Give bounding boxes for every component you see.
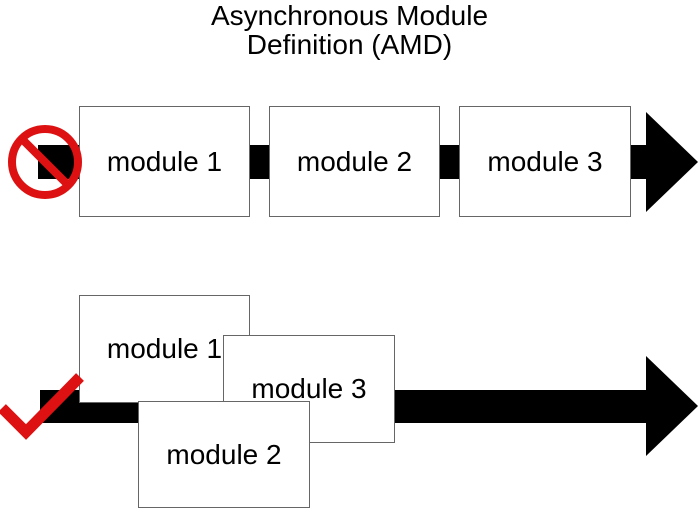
bottom-module-box-2: module 2 xyxy=(138,401,310,508)
top-module-box-2: module 2 xyxy=(269,106,440,217)
title-line-1: Asynchronous Module xyxy=(210,0,489,31)
top-module-box-1: module 1 xyxy=(79,106,250,217)
prohibition-icon xyxy=(8,125,82,199)
diagram-title: Asynchronous Module Definition (AMD) xyxy=(0,1,699,59)
checkmark-icon xyxy=(0,373,84,440)
bottom-module-1-label: module 1 xyxy=(106,333,223,364)
top-module-3-label: module 3 xyxy=(487,145,603,177)
top-module-1-label: module 1 xyxy=(106,145,223,177)
top-arrowhead-icon xyxy=(646,112,698,212)
title-line-2: Definition (AMD) xyxy=(246,29,453,60)
bottom-module-3-label: module 3 xyxy=(251,373,367,404)
bottom-module-2-label: module 2 xyxy=(166,438,282,470)
top-module-box-3: module 3 xyxy=(459,106,631,217)
bottom-arrowhead-icon xyxy=(646,356,698,456)
top-module-2-label: module 2 xyxy=(296,145,413,177)
